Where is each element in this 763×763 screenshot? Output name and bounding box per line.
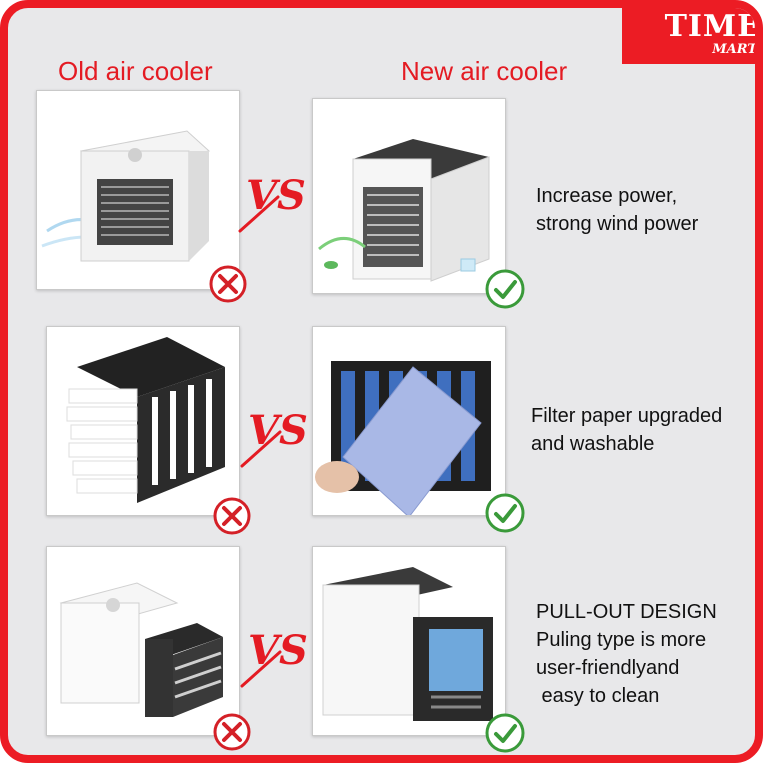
feature-3-line-3: user-friendlyand bbox=[536, 657, 680, 679]
brand-subtitle: MART bbox=[712, 42, 757, 57]
cross-icon bbox=[213, 497, 251, 535]
old-cooler-heading: Old air cooler bbox=[58, 56, 213, 86]
brand-logo: TIME MART bbox=[622, 8, 761, 64]
feature-1-line-1: Increase power, bbox=[536, 185, 678, 207]
old-filter-card bbox=[46, 326, 240, 516]
old-cooler-card bbox=[36, 90, 240, 290]
new-cooler-heading: New air cooler bbox=[401, 56, 568, 86]
new-filter-image bbox=[315, 361, 491, 515]
vs-badge: VS bbox=[240, 627, 308, 688]
cross-icon bbox=[213, 713, 251, 751]
feature-description-3: PULL-OUT DESIGN Puling type is more user… bbox=[536, 598, 717, 710]
vs-text: VS bbox=[246, 172, 306, 219]
feature-3-line-2: Puling type is more bbox=[536, 629, 707, 651]
feature-3-line-4: easy to clean bbox=[536, 685, 660, 707]
new-filter-card bbox=[312, 326, 506, 516]
old-drawer-card bbox=[46, 546, 240, 736]
vs-text: VS bbox=[248, 627, 308, 674]
new-cooler-image bbox=[318, 139, 490, 282]
check-icon bbox=[485, 269, 525, 309]
vs-text: VS bbox=[248, 407, 308, 454]
feature-description-1: Increase power, strong wind power bbox=[536, 182, 698, 238]
new-drawer-image bbox=[322, 567, 493, 721]
vs-badge: VS bbox=[238, 172, 306, 233]
check-icon bbox=[485, 493, 525, 533]
new-cooler-card bbox=[312, 98, 506, 294]
cross-icon bbox=[209, 265, 247, 303]
old-drawer-image bbox=[59, 582, 223, 717]
feature-2-line-2: and washable bbox=[531, 433, 655, 455]
feature-1-line-2: strong wind power bbox=[536, 213, 699, 235]
feature-2-line-1: Filter paper upgraded bbox=[531, 405, 723, 427]
vs-badge: VS bbox=[240, 407, 308, 468]
brand-title: TIME bbox=[664, 9, 761, 44]
old-cooler-image bbox=[41, 130, 211, 262]
feature-description-2: Filter paper upgraded and washable bbox=[531, 402, 722, 458]
check-icon bbox=[485, 713, 525, 753]
feature-3-line-1: PULL-OUT DESIGN bbox=[536, 601, 717, 623]
new-drawer-card bbox=[312, 546, 506, 736]
old-filter-image bbox=[66, 337, 225, 503]
